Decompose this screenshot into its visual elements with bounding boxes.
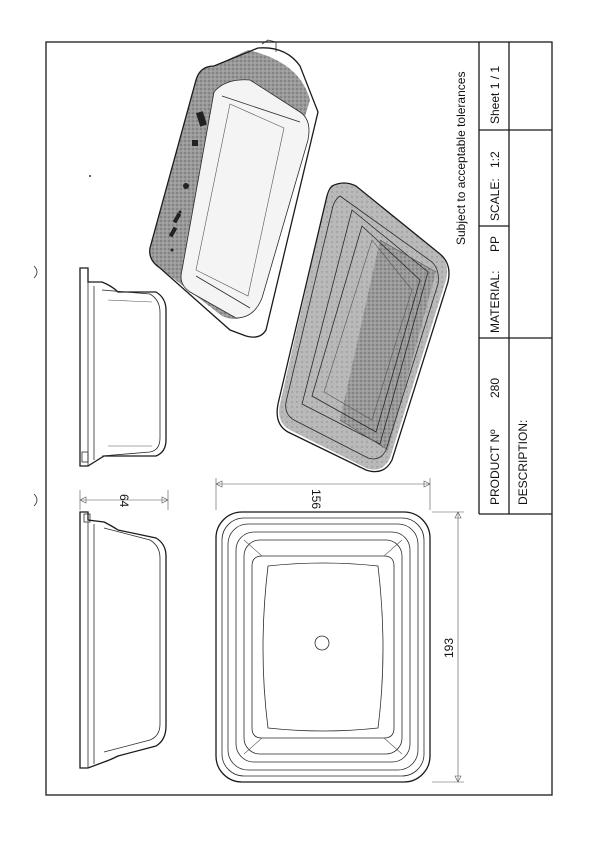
- dimension-height: 64: [79, 490, 169, 510]
- isometric-view-underside: [149, 39, 319, 338]
- dimension-length-value: 193: [442, 638, 456, 658]
- scale-label: SCALE:: [488, 178, 502, 221]
- description-label: DESCRIPTION:: [516, 420, 530, 505]
- side-view-bottom: [79, 511, 167, 769]
- margin-mark: [33, 493, 38, 507]
- dimension-width: 156: [215, 478, 431, 510]
- plan-view: [215, 511, 431, 783]
- product-number-value: 280: [488, 378, 502, 398]
- title-block: Subject to acceptable tolerances PRODUCT…: [454, 42, 552, 515]
- margin-dot: [89, 175, 91, 177]
- dimension-length: 193: [432, 511, 464, 783]
- margin-mark: [33, 265, 38, 279]
- drawing-frame: [45, 41, 553, 796]
- product-number-label: PRODUCT Nº: [488, 429, 502, 505]
- sheet-number: Sheet 1 / 1: [488, 66, 502, 124]
- material-label: MATERIAL:: [488, 271, 502, 333]
- isometric-view-open: [276, 182, 450, 473]
- tolerance-note: Subject to acceptable tolerances: [454, 72, 468, 245]
- scale-value: 1:2: [488, 151, 502, 168]
- dimension-height-value: 64: [117, 494, 131, 508]
- material-value: PP: [488, 236, 502, 252]
- dimension-width-value: 156: [309, 489, 323, 509]
- side-view-top: [79, 267, 167, 467]
